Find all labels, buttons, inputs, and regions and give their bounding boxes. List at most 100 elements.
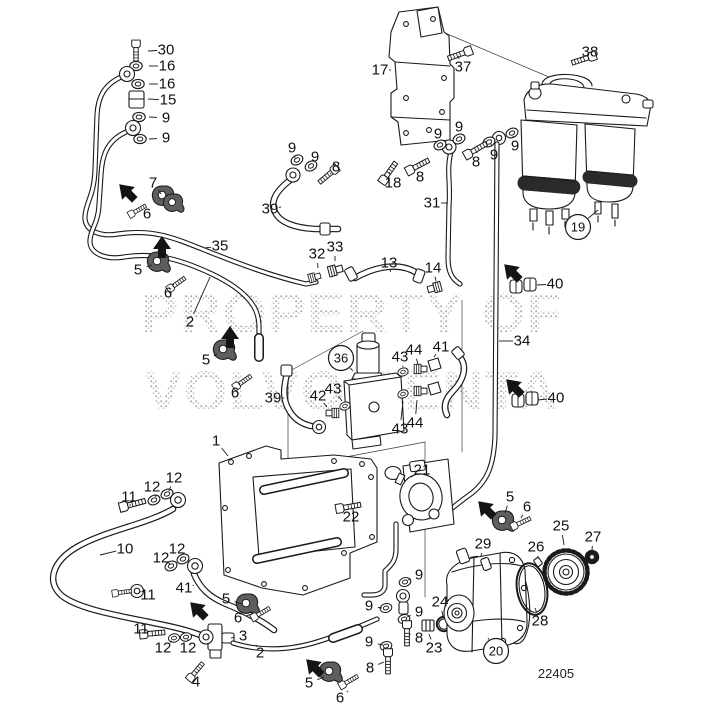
plate-hole: [302, 585, 308, 591]
hose-13-fill: [352, 264, 420, 281]
leader-line: [346, 690, 349, 693]
fitting-33: [326, 262, 345, 278]
leader-line: [238, 382, 241, 386]
callout-39: 39: [262, 201, 279, 218]
circled-callout-20: 20: [489, 644, 503, 659]
leader-line: [172, 283, 175, 286]
callout-6: 6: [336, 690, 344, 707]
ref-line: [444, 32, 557, 81]
leader-line: [490, 143, 493, 147]
callout-32: 32: [309, 246, 326, 263]
bracket-hole: [441, 75, 447, 81]
bracket-hole: [430, 16, 436, 22]
hose-41-fill: [442, 354, 467, 418]
callout-8: 8: [416, 169, 424, 186]
plate-hole: [331, 458, 337, 464]
hose-crimp: [280, 364, 293, 377]
valve-body-edges: [343, 376, 402, 441]
callout-26: 26: [528, 539, 545, 556]
callout-15: 15: [160, 92, 177, 109]
leader-line: [99, 550, 117, 556]
leader-line: [410, 474, 415, 478]
gear-25-teeth: [542, 548, 590, 596]
tee-connector-group: [138, 616, 380, 684]
key-26: [533, 557, 543, 567]
callout-12: 12: [153, 550, 170, 567]
callout-33: 33: [327, 239, 344, 256]
leader-line: [400, 400, 404, 421]
hand-pump-inner: [408, 482, 434, 512]
washer-9: [133, 133, 147, 145]
leader-line: [154, 495, 157, 498]
callout-7: 7: [149, 175, 157, 192]
drain-stems: [597, 215, 616, 227]
fitting-stack-top-left: [118, 39, 147, 145]
banjo-eye-bore: [289, 171, 297, 179]
leader-line: [157, 190, 162, 195]
plate-cutout: [252, 468, 356, 558]
plug-23: [421, 619, 435, 632]
callout-43: 43: [392, 349, 409, 366]
callout-11: 11: [133, 621, 149, 638]
drain-plug: [611, 203, 619, 219]
drain-plug: [594, 201, 602, 215]
nut-27-castellation: [584, 549, 600, 565]
callout-8: 8: [415, 630, 423, 647]
circled-callout-36: 36: [334, 351, 348, 366]
leader-line: [255, 644, 258, 648]
callout-23: 23: [426, 640, 443, 657]
leader-line: [480, 552, 482, 557]
callout-38: 38: [582, 44, 599, 61]
callout-circle-36: [327, 344, 355, 372]
callout-44: 44: [407, 415, 424, 432]
hose-41-lower-group: [162, 551, 278, 634]
bracket-17: [388, 6, 455, 146]
pump-stub: [455, 547, 471, 565]
callout-44: 44: [406, 342, 423, 359]
callout-42: 42: [310, 388, 327, 405]
filter-sensor: [642, 99, 654, 109]
plate-hole: [246, 453, 252, 459]
hose-crimp: [344, 266, 358, 282]
callout-35: 35: [212, 238, 229, 255]
elbow-union-bore: [123, 70, 131, 78]
fuel-pump-20-group: [443, 547, 600, 653]
o-ring-28: [515, 562, 549, 616]
callout-9: 9: [415, 567, 423, 584]
callout-43: 43: [392, 421, 409, 438]
callout-8: 8: [472, 154, 480, 171]
filter-head-line: [526, 109, 647, 119]
leader-line: [168, 562, 171, 565]
leader-line: [234, 601, 243, 605]
hose-crimp: [451, 346, 465, 360]
diagram-artwork: [49, 6, 654, 691]
filter-band-left: [522, 175, 576, 182]
leader-line: [457, 55, 460, 59]
bracket-gusset: [416, 6, 443, 38]
leader-line: [520, 514, 524, 519]
fuel-pipe-34: [445, 141, 539, 515]
callout-28: 28: [532, 613, 549, 630]
gear-25-rim: [547, 553, 585, 591]
hand-pump-21-group: [334, 458, 455, 675]
leader-line: [193, 276, 211, 314]
leader-line: [329, 172, 332, 175]
leader-line: [407, 578, 411, 581]
callout-16: 16: [159, 58, 176, 75]
elbow-41: [427, 357, 442, 372]
leader-line: [221, 447, 229, 457]
callout-31: 31: [424, 195, 441, 212]
solenoid-top: [356, 340, 380, 350]
pump-shaft-center: [454, 610, 460, 616]
filter-ribs-left: [517, 175, 581, 195]
plate-tube-2-fill: [253, 538, 341, 563]
filter-port: [621, 94, 631, 104]
leader-line: [323, 402, 328, 408]
callout-2: 2: [186, 314, 194, 331]
bracket-hole: [439, 109, 445, 115]
primer-stem: [394, 472, 406, 486]
drain-plug: [561, 208, 570, 220]
